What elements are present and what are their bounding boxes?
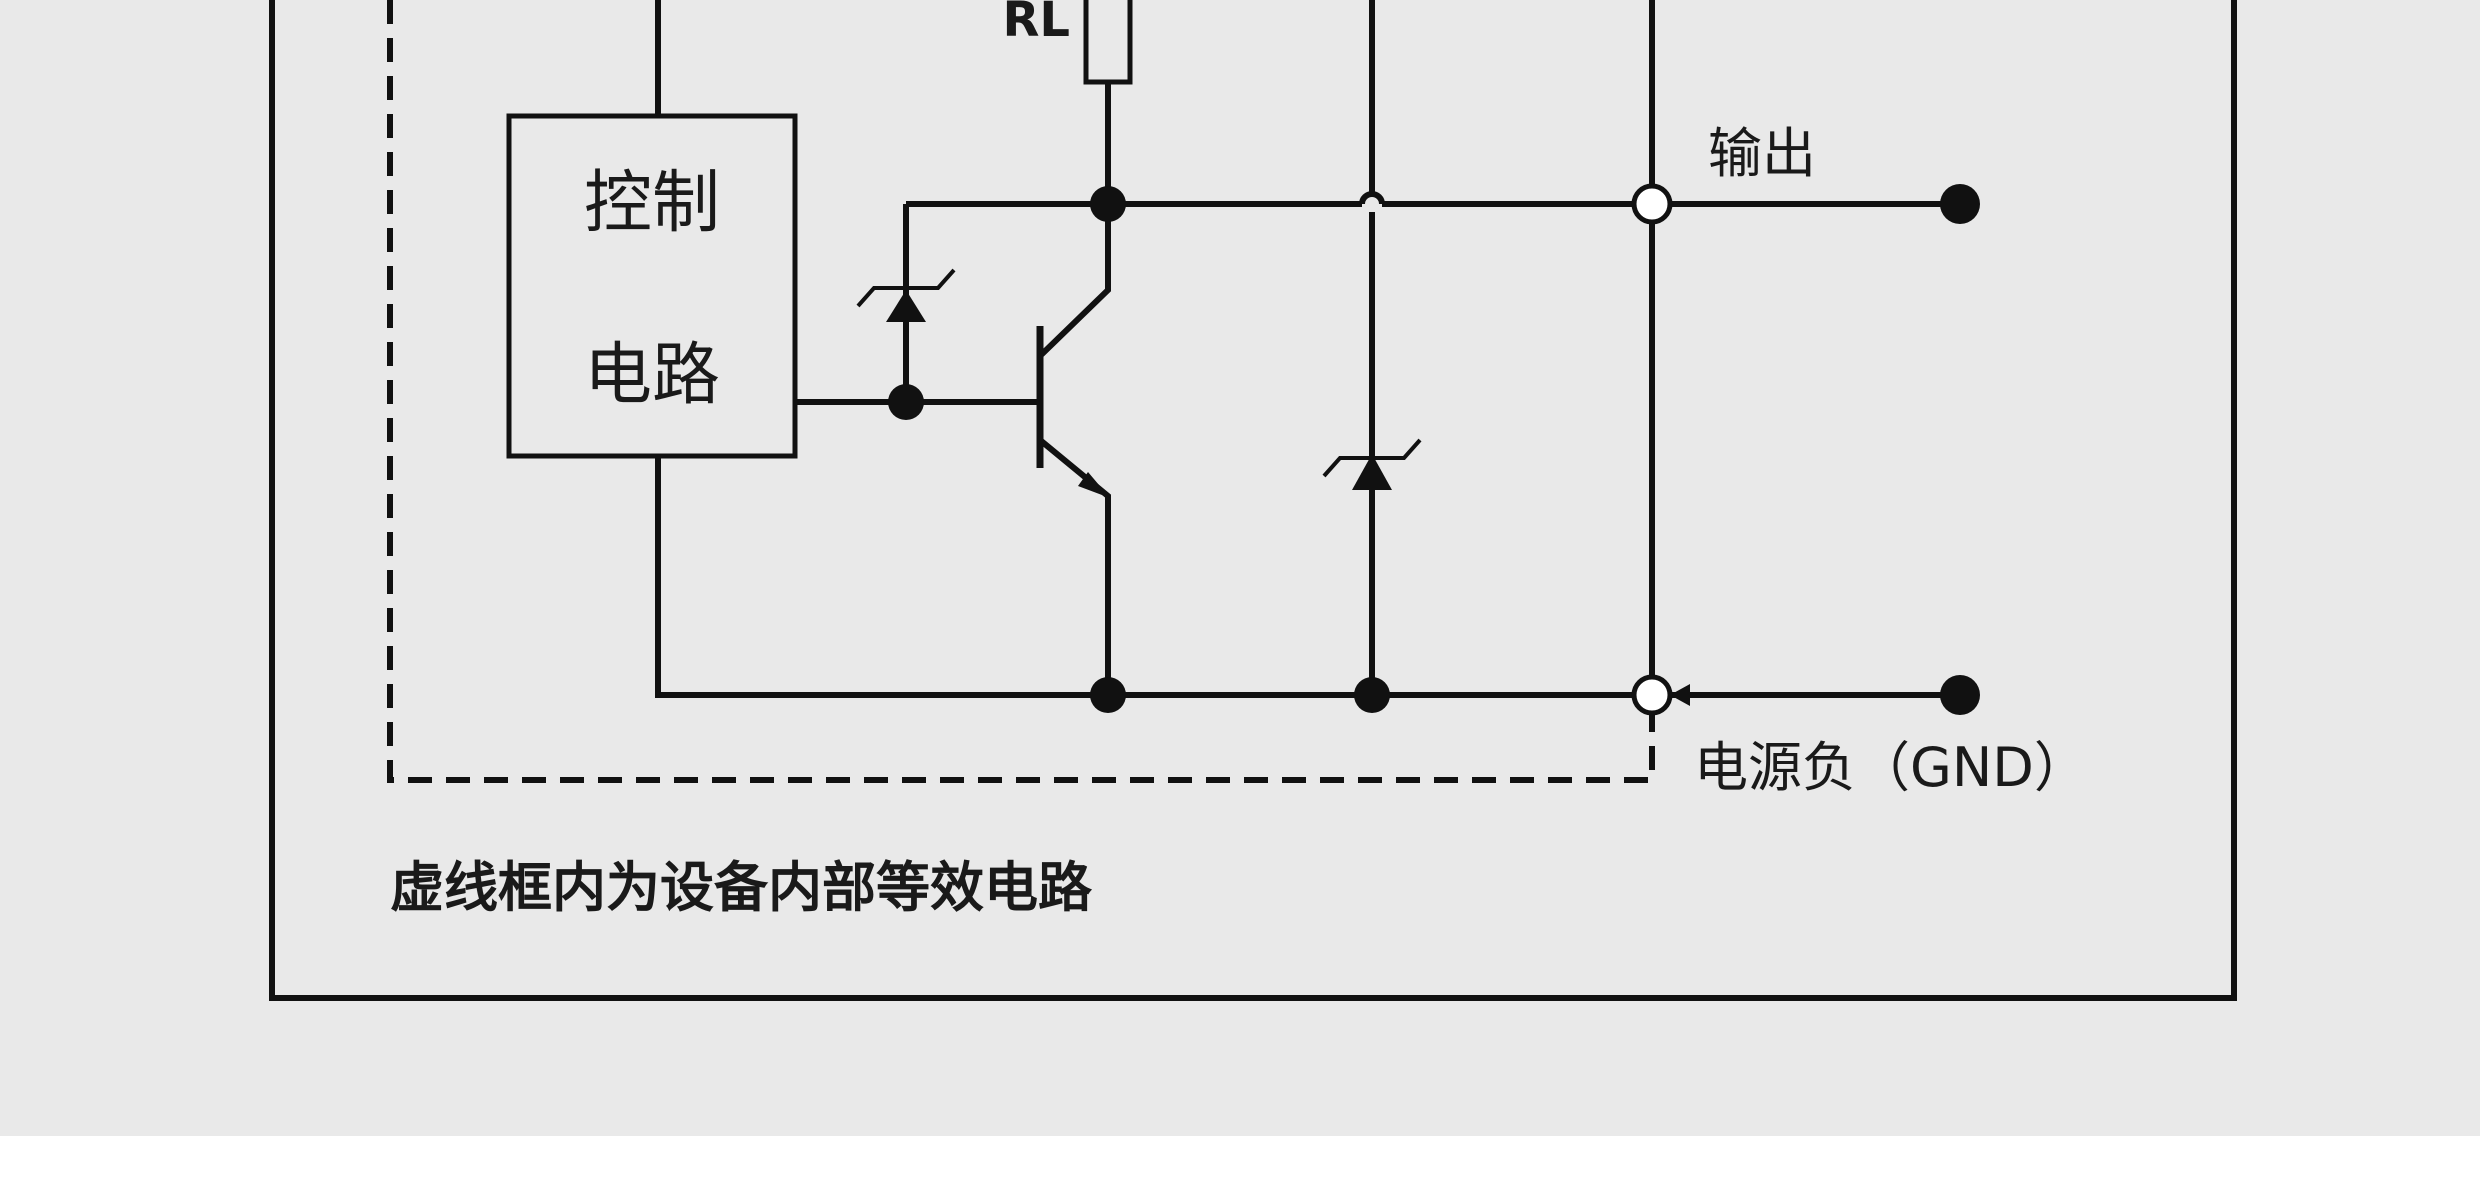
ground-external-terminal: [1940, 675, 1980, 715]
base-zener-diode-bar: [856, 268, 956, 308]
ground-label: 电源负（GND）: [1694, 736, 2088, 799]
right-zener-diode-triangle: [1352, 454, 1392, 490]
device-boundary-dashed: [387, 0, 1655, 783]
diagram-background: [0, 0, 2480, 1136]
right-zener-diode-bar: [1322, 438, 1422, 478]
load-resistor: [1083, 0, 1133, 85]
caption-text: 虚线框内为设备内部等效电路: [390, 856, 1093, 919]
junction-dot-zener-ground: [1354, 677, 1390, 713]
output-label: 输出: [1708, 122, 1816, 185]
ground-arrow-icon: [1670, 684, 1690, 706]
base-zener-diode-triangle: [886, 290, 926, 322]
junction-dot-collector: [1090, 186, 1126, 222]
resistor-label: RL: [1002, 0, 1070, 48]
control-ground-wire: [655, 456, 1652, 698]
transistor-emitter-arrow-icon: [1078, 472, 1110, 498]
output-terminal-open: [1631, 183, 1673, 225]
control-box-label-line1: 控制: [584, 164, 720, 243]
control-circuit-box: [506, 113, 798, 459]
junction-dot-base: [888, 384, 924, 420]
outer-frame: [269, 0, 2237, 1001]
junction-dot-emitter: [1090, 677, 1126, 713]
output-external-terminal: [1940, 184, 1980, 224]
control-box-label-line2: 电路: [584, 336, 720, 415]
transistor-collector: [1037, 204, 1111, 359]
ground-terminal-open: [1631, 674, 1673, 716]
